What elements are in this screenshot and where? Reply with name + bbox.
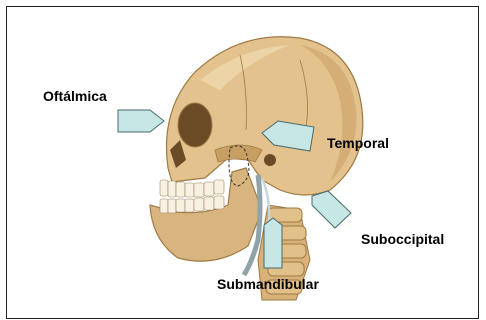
label-oftalmica: Oftálmica [43,88,107,104]
teeth [160,180,224,213]
label-submandibular: Submandibular [217,276,319,292]
arrow-oftalmica [118,110,164,132]
orbit [178,103,212,147]
arrow-suboccipital [312,191,351,228]
label-temporal: Temporal [327,135,389,151]
label-suboccipital: Suboccipital [361,231,444,247]
arrow-submandibular [264,218,282,268]
